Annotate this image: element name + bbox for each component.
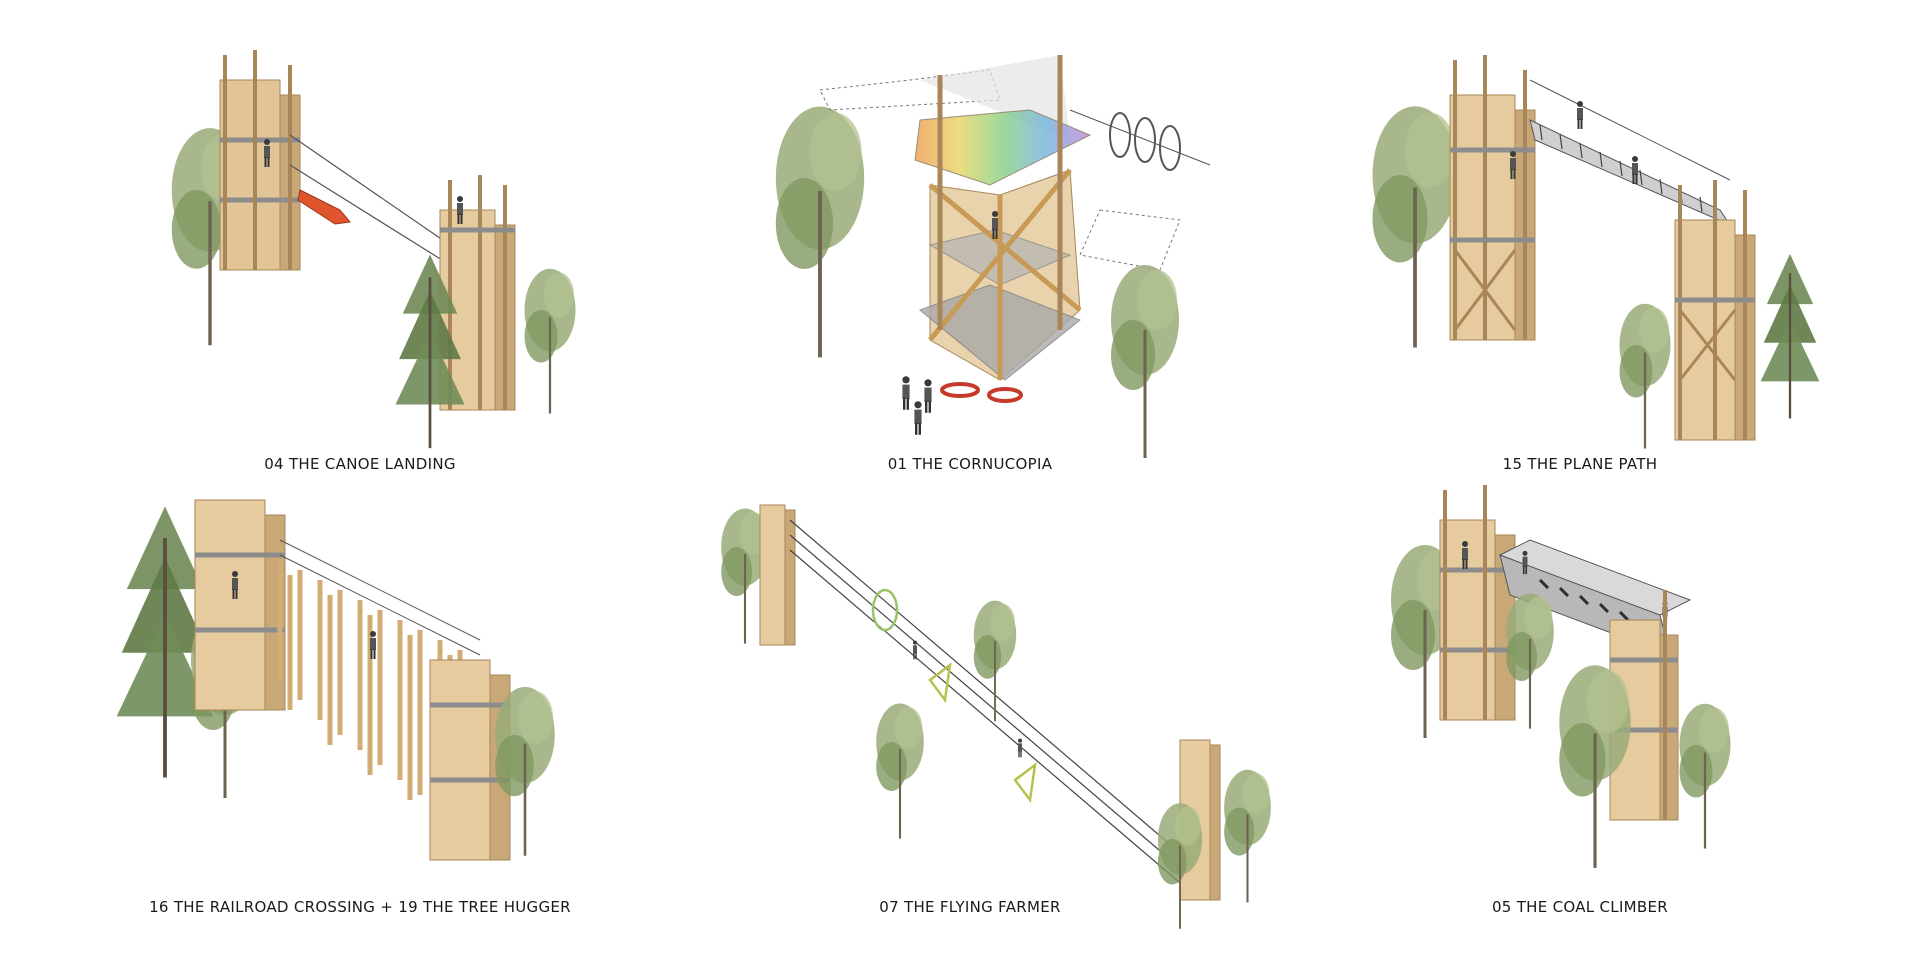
coal-climber-illustration <box>1389 485 1732 870</box>
canoe-landing-illustration <box>170 50 577 450</box>
caption: 07 THE FLYING FARMER <box>879 898 1061 916</box>
panel-coal-climber: 05 THE COAL CLIMBER <box>1270 480 1890 960</box>
caption: 04 THE CANOE LANDING <box>264 455 456 473</box>
caption: 01 THE CORNUCOPIA <box>887 455 1053 473</box>
cornucopia-illustration <box>660 55 1211 470</box>
right-tower <box>1674 180 1756 441</box>
railroad-crossing-illustration <box>50 499 557 861</box>
panel-flying-farmer: 07 THE FLYING FARMER <box>660 480 1280 960</box>
panel-railroad-crossing: 16 THE RAILROAD CROSSING + 19 THE TREE H… <box>50 480 670 960</box>
panel-cornucopia: 01 THE CORNUCOPIA <box>660 0 1280 480</box>
panel-plane-path: 15 THE PLANE PATH <box>1270 0 1890 480</box>
plane-path-illustration <box>1270 55 1821 450</box>
panel-canoe-landing: 04 THE CANOE LANDING <box>50 0 670 480</box>
caption: 16 THE RAILROAD CROSSING + 19 THE TREE H… <box>149 898 571 916</box>
left-tower <box>1449 55 1536 341</box>
caption: 05 THE COAL CLIMBER <box>1491 898 1669 916</box>
flying-farmer-illustration <box>719 504 1272 930</box>
left-tower <box>194 499 286 711</box>
left-tower <box>219 50 301 271</box>
top-tower <box>759 504 796 646</box>
left-tower <box>1439 485 1516 721</box>
right-tower <box>439 175 516 411</box>
caption: 15 THE PLANE PATH <box>1502 455 1658 473</box>
